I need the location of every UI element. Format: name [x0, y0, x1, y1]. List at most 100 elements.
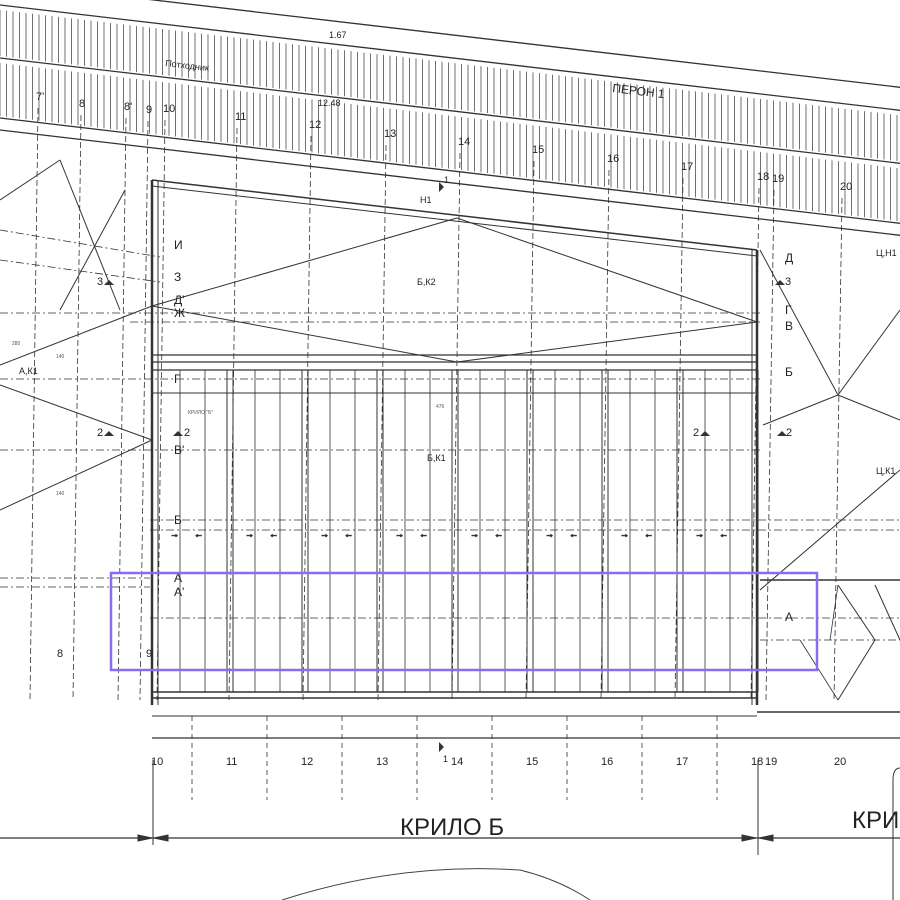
drawing-line — [0, 384, 153, 441]
row-label-right: Г — [785, 303, 792, 317]
zone-label-ak1: А,К1 — [19, 366, 38, 376]
flow-arrow: ← — [194, 529, 203, 539]
row-label-right: Д — [785, 251, 793, 265]
platform-edge — [0, 117, 900, 224]
section-mark-2-right: 2 — [777, 427, 792, 439]
platform-label: ПЕРОН 1 — [612, 81, 666, 101]
row-label-left: В' — [174, 443, 184, 457]
selection-highlight — [109, 571, 819, 672]
axis-label-bottom: 14 — [451, 756, 463, 768]
axis-label-top: 8' — [124, 101, 132, 113]
row-label-left: А' — [174, 585, 184, 599]
flow-arrow: ← — [269, 529, 278, 539]
flow-arrow: → — [545, 529, 554, 539]
drawing-line — [151, 217, 458, 307]
drawing-line — [759, 249, 839, 396]
row-label-left: А — [174, 571, 182, 585]
grid-axis-line — [72, 114, 82, 701]
axis-label-top: 14 — [458, 136, 470, 148]
row-label-right: В — [785, 319, 793, 333]
section-mark-2-left: 2 — [97, 427, 114, 439]
dimension-label: 12.48 — [318, 98, 341, 108]
row-label-right: А — [785, 610, 793, 624]
adjacent-outline — [892, 767, 900, 900]
drawing-line — [837, 309, 900, 396]
section-mark-3-left: 3 — [97, 276, 114, 288]
grid-axis-line — [302, 135, 312, 701]
axis-label-bottom: 18 — [751, 756, 763, 768]
svg-text:2: 2 — [786, 427, 792, 439]
zone-label-bk1: Б,К1 — [427, 453, 446, 463]
axis-label-top: 10 — [163, 103, 175, 115]
flow-arrow: → — [695, 529, 704, 539]
section-mark-1-top: 1 — [439, 175, 449, 192]
axis-label-top: 12 — [309, 119, 321, 131]
flow-arrow: ← — [719, 529, 728, 539]
flow-arrow: → — [320, 529, 329, 539]
axis-label-bottom: 17 — [676, 756, 688, 768]
platform-edge — [0, 57, 900, 164]
wing-b-label: КРИЛО Б — [400, 814, 504, 841]
roof-edge — [151, 179, 758, 251]
axis-label-bottom: 13 — [376, 756, 388, 768]
drawing-line — [151, 305, 458, 363]
section-mark-3-right: 3 — [775, 276, 791, 288]
svg-text:1: 1 — [444, 175, 449, 185]
grid-axis-line — [674, 177, 684, 701]
wing-small-label: КРИЛО "Б" — [188, 410, 213, 416]
grid-axis-line — [29, 107, 39, 701]
axis-label-top: 17 — [681, 161, 693, 173]
axis-label-top: 16 — [607, 153, 619, 165]
svg-text:3: 3 — [785, 276, 791, 288]
row-label-left: З — [174, 270, 181, 284]
drawing-line — [874, 584, 900, 641]
flow-arrow: → — [170, 529, 179, 539]
flow-arrow: → — [470, 529, 479, 539]
axis-label-bottom: 16 — [601, 756, 613, 768]
platform-edge — [0, 129, 900, 236]
drawing-line — [762, 394, 839, 426]
drawing-line — [0, 229, 161, 258]
drawing-line — [151, 185, 758, 257]
row-label-left: Д' — [174, 293, 184, 307]
row-label-left: Б — [174, 513, 182, 527]
grid-axis-line — [833, 197, 843, 701]
dimension-label: 140 — [56, 491, 65, 497]
flow-arrow: ← — [344, 529, 353, 539]
grid-axis-line — [600, 169, 610, 701]
svg-text:2: 2 — [693, 427, 699, 439]
grid-axis-line — [451, 152, 461, 701]
section-mark-1-bottom: 1 — [439, 742, 448, 764]
axis-label-top: 18 — [757, 171, 769, 183]
axis-label-bottom: 11 — [226, 756, 237, 768]
drawing-line — [0, 305, 153, 366]
axis-label-bottom: 12 — [301, 756, 313, 768]
axis-label-top: 9 — [146, 104, 152, 116]
wing-next-label: КРИ — [852, 807, 899, 834]
row-label-left: Ж — [174, 306, 185, 320]
section-mark-2-right-inner: 2 — [693, 427, 710, 439]
axis-label-bottom: 8 — [57, 648, 63, 660]
structure-lines: →←→←→←→←→←→←→←→← — [0, 159, 900, 800]
curved-outline — [281, 868, 591, 900]
grid-axis-line — [156, 119, 166, 701]
axis-label-bottom: 20 — [834, 756, 846, 768]
drawing-line — [456, 321, 758, 363]
svg-text:2: 2 — [97, 427, 103, 439]
axis-label-top: 19 — [772, 173, 784, 185]
row-label-right: Б — [785, 365, 793, 379]
section-mark-2-inner: 2 — [173, 427, 190, 439]
wing-dimension — [0, 760, 900, 855]
axis-label-top: 15 — [532, 144, 544, 156]
axis-label-top: 8 — [79, 98, 85, 110]
dimension-label: 280 — [12, 341, 21, 347]
axis-label-bottom: 19 — [765, 756, 777, 768]
flow-arrow: → — [620, 529, 629, 539]
underpass-label: Потходник — [165, 58, 210, 73]
drawing-line — [59, 159, 121, 311]
dimension-label: 140 — [56, 354, 65, 360]
axis-label-bottom: 15 — [526, 756, 538, 768]
